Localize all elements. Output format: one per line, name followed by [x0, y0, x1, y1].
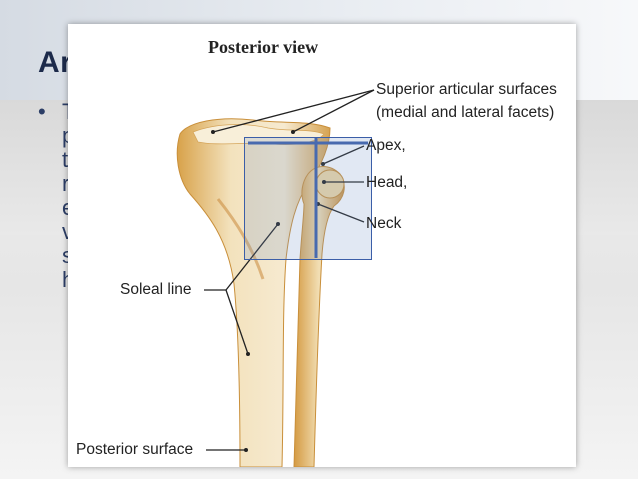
label-superior-articular: Superior articular surfaces: [376, 81, 557, 98]
label-head: Head,: [366, 174, 408, 191]
tibia-bone: [176, 118, 331, 467]
leader-lines: [204, 89, 375, 451]
slide-title: Ar: [38, 46, 73, 79]
anatomy-figure: Posterior view Superior articular surfac…: [68, 24, 576, 467]
fibula-bone: [293, 166, 345, 467]
body-line: s: [62, 244, 75, 268]
label-neck: Neck: [366, 215, 402, 232]
body-line: v: [62, 220, 75, 244]
body-line: t: [62, 147, 69, 172]
body-line: r: [62, 171, 70, 196]
label-superior-articular-facets: (medial and lateral facets): [376, 104, 555, 121]
bullet-marker: •: [38, 99, 46, 124]
leader-dots: [211, 130, 326, 452]
figure-title: Posterior view: [208, 37, 319, 57]
label-apex: Apex,: [366, 137, 406, 154]
label-posterior-surface: Posterior surface: [76, 441, 194, 458]
label-soleal-line: Soleal line: [120, 281, 192, 298]
highlight-box: [244, 137, 372, 260]
